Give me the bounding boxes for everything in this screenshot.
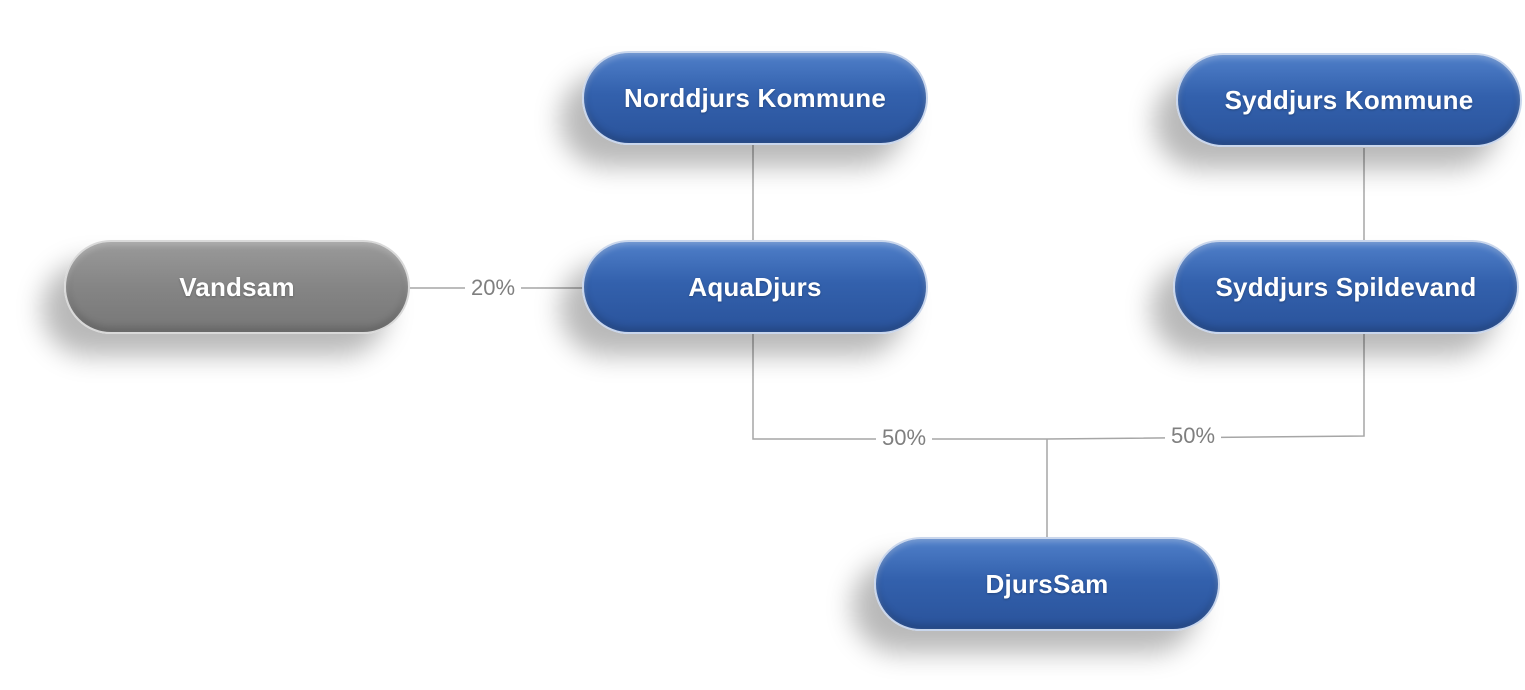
node-djurssam[interactable]: DjursSam <box>874 537 1220 631</box>
node-aquadjurs[interactable]: AquaDjurs <box>582 240 928 334</box>
node-vandsam[interactable]: Vandsam <box>64 240 410 334</box>
connector-spildevand-djurssam <box>1046 333 1365 440</box>
node-aquadjurs-label: AquaDjurs <box>688 271 822 302</box>
node-vandsam-label: Vandsam <box>179 271 295 302</box>
node-djurssam-label: DjursSam <box>985 568 1109 599</box>
node-norddjurs-kommune[interactable]: Norddjurs Kommune <box>582 51 928 145</box>
connector-aquadjurs-djurssam <box>752 333 1047 440</box>
ownership-label-aquadjurs-djurssam: 50% <box>876 425 933 451</box>
node-syddjurs-spildevand-label: Syddjurs Spildevand <box>1215 271 1477 302</box>
node-syddjurs-kommune[interactable]: Syddjurs Kommune <box>1176 53 1522 147</box>
node-syddjurs-spildevand[interactable]: Syddjurs Spildevand <box>1173 240 1519 334</box>
node-norddjurs-kommune-label: Norddjurs Kommune <box>624 82 886 113</box>
ownership-label-spildevand-djurssam: 50% <box>1165 423 1222 449</box>
ownership-label-vandsam-aquadjurs: 20% <box>465 275 522 301</box>
node-syddjurs-kommune-label: Syddjurs Kommune <box>1224 84 1474 115</box>
